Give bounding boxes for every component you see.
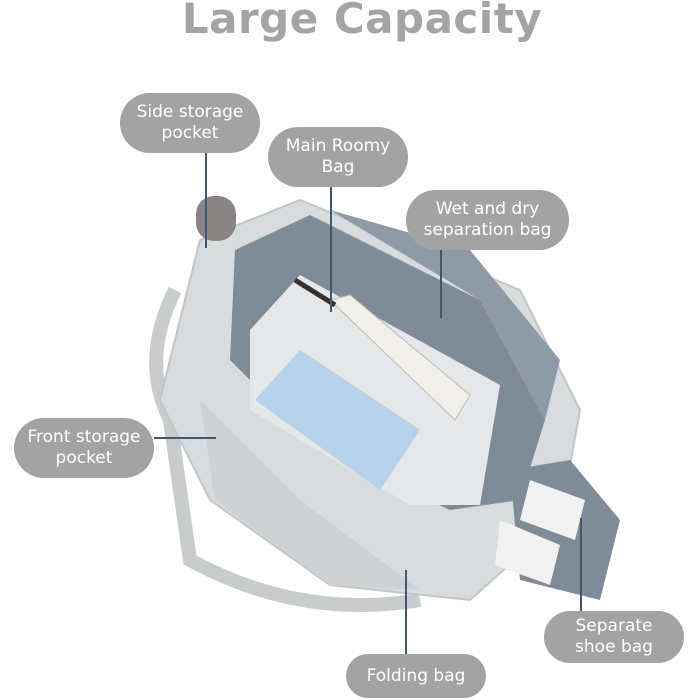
notebook [255, 350, 420, 490]
label-folding-bag: Folding bag [346, 654, 486, 698]
label-main-roomy-bag: Main Roomy Bag [268, 127, 408, 187]
leader-line [330, 187, 332, 312]
laptop [250, 275, 500, 505]
label-side-storage-pocket: Side storage pocket [120, 93, 260, 153]
label-front-storage-pocket: Front storage pocket [14, 418, 154, 478]
leader-line [440, 250, 442, 318]
leader-line [580, 518, 582, 611]
shoulder-strap [149, 286, 422, 612]
label-separate-shoe-bag: Separate shoe bag [544, 611, 684, 663]
leader-line [154, 437, 216, 439]
umbrella [329, 294, 471, 421]
shoe [520, 480, 585, 540]
page-title: Large Capacity [181, 0, 543, 43]
leader-line [205, 153, 207, 248]
front-pocket-panel [200, 400, 420, 590]
water-bottle [196, 196, 236, 241]
shoe [495, 520, 560, 585]
leader-line [405, 570, 407, 654]
label-wet-dry-separation-bag: Wet and dry separation bag [406, 190, 569, 250]
